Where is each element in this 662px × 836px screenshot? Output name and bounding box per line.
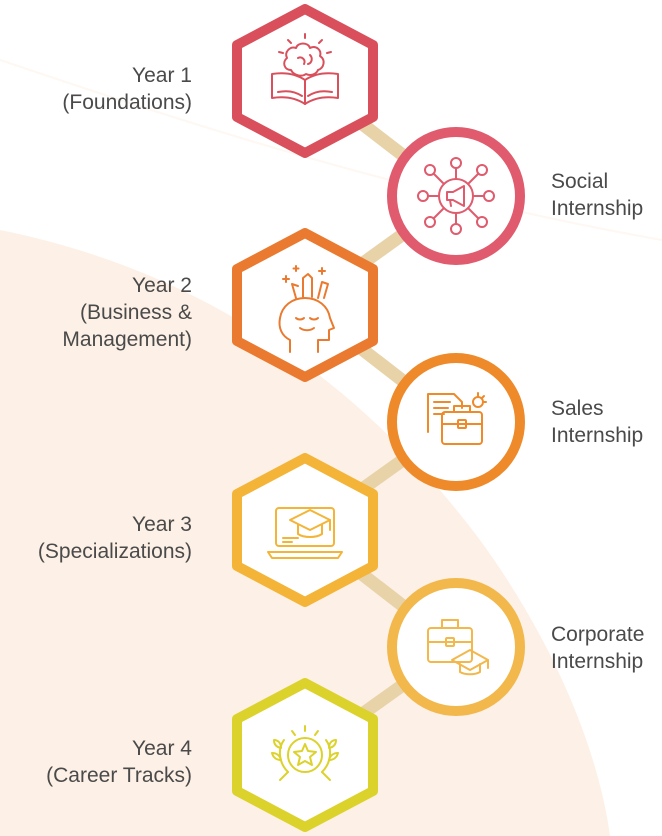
year-3-node: [232, 453, 378, 607]
briefcase-graduation-icon: [427, 619, 489, 676]
year-4-node: [232, 678, 378, 832]
briefcase-documents-icon: [427, 392, 487, 445]
sales-internship-node: [387, 353, 525, 491]
background-arc: [0, 59, 662, 241]
social-internship-node: [387, 127, 525, 265]
creative-head-icon: [278, 265, 335, 353]
social-circle: [387, 127, 525, 265]
brain-book-icon: [271, 33, 339, 105]
award-laurel-icon: [271, 725, 339, 781]
sales-circle: [387, 353, 525, 491]
year-4-label: Year 4 (Career Tracks): [46, 737, 192, 787]
year-3-hexagon: [232, 453, 378, 607]
corporate-circle: [387, 578, 525, 716]
megaphone-network-icon: [417, 157, 495, 235]
year-2-node: [232, 228, 378, 382]
year-2-label: Year 2 (Business & Management): [62, 274, 192, 351]
year-4-hexagon: [232, 678, 378, 832]
year-1-node: [232, 4, 378, 158]
year-1-label: Year 1 (Foundations): [62, 64, 192, 114]
corporate-internship-node: [387, 578, 525, 716]
sales-internship-label: Sales Internship: [551, 397, 644, 447]
year-3-label: Year 3 (Specializations): [37, 513, 192, 563]
year-2-hexagon: [232, 228, 378, 382]
corporate-internship-label: Corporate Internship: [551, 623, 645, 673]
social-internship-label: Social Internship: [551, 170, 644, 220]
laptop-graduation-icon: [267, 507, 343, 559]
